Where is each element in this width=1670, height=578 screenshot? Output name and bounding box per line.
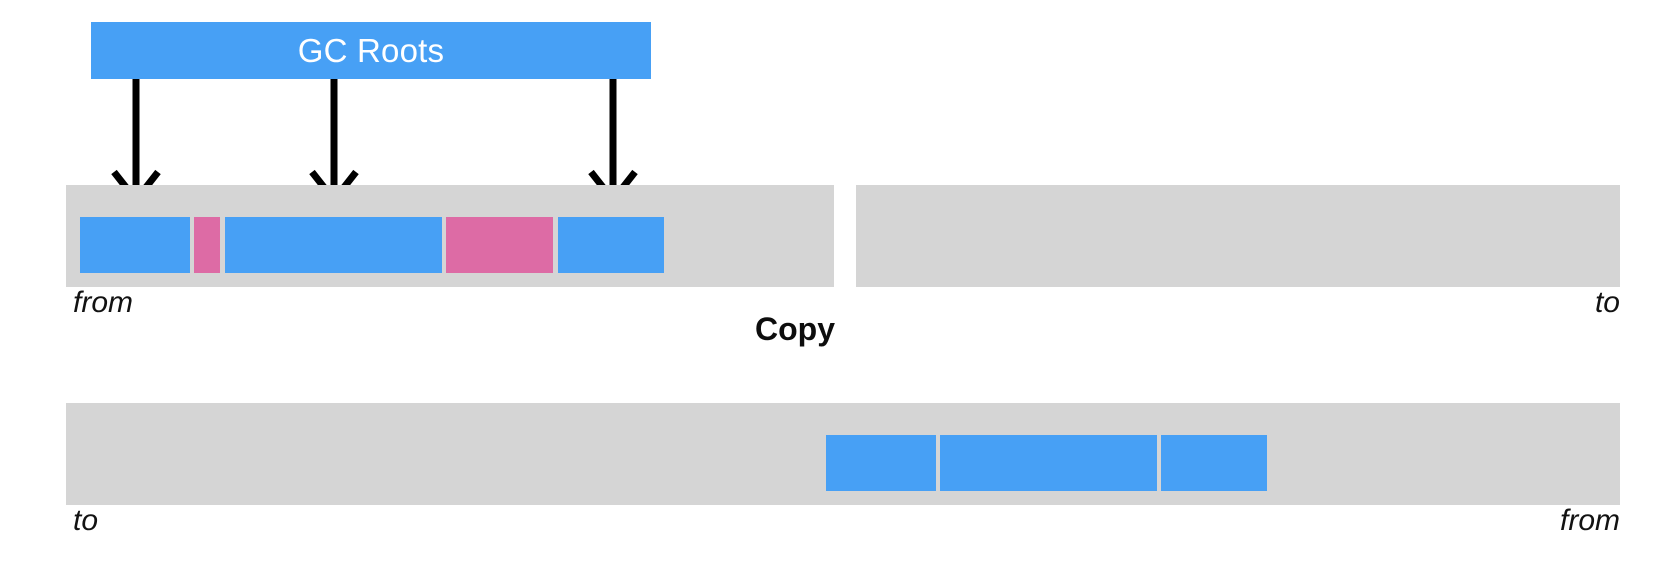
live-object-2 [225, 217, 442, 273]
garbage-object-2 [446, 217, 553, 273]
garbage-object-1 [194, 217, 220, 273]
to-space-before-band [856, 185, 1620, 287]
to-space-before-label: to [1594, 286, 1620, 319]
to-space-after-label: to [73, 504, 99, 537]
diagram-title: Copy [755, 311, 835, 347]
copied-object-3 [1161, 435, 1267, 491]
from-space-before-label: from [73, 286, 133, 319]
copied-object-2 [940, 435, 1157, 491]
to-space-after-band [66, 403, 834, 505]
gc-roots-box: GC Roots [91, 22, 651, 79]
gc-roots-label: GC Roots [297, 32, 445, 69]
from-space-after-label: from [1560, 504, 1620, 537]
live-object-3 [558, 217, 664, 273]
live-object-1 [80, 217, 190, 273]
copied-object-1 [826, 435, 936, 491]
